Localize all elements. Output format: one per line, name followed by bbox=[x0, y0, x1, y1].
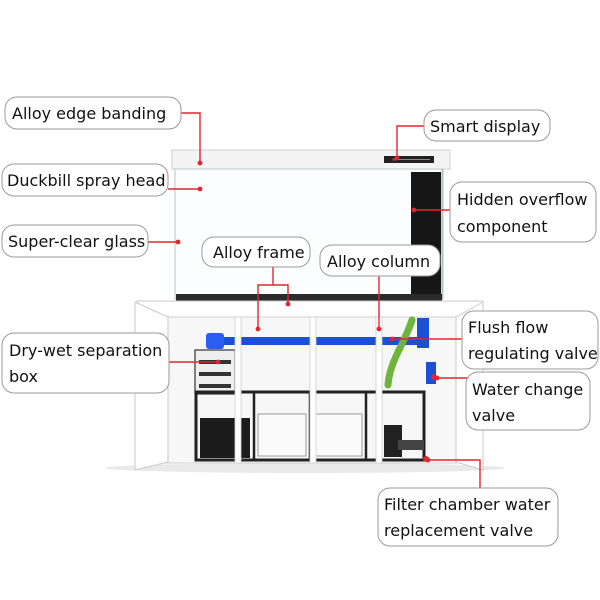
dot-hidden-overflow bbox=[411, 207, 417, 213]
label-alloy-column: Alloy column bbox=[327, 252, 430, 271]
label-alloy-edge-banding: Alloy edge banding bbox=[12, 104, 166, 123]
pump-outlet bbox=[398, 440, 424, 450]
floor-shadow bbox=[105, 463, 505, 473]
alloy-column-3 bbox=[375, 316, 383, 464]
callout-flush-flow: Flush flow regulating valve bbox=[461, 310, 599, 370]
callout-duckbill-spray-head: Duckbill spray head bbox=[1, 163, 169, 197]
dot-water-change bbox=[434, 375, 440, 381]
alloy-column-2 bbox=[309, 316, 317, 464]
dot-alloy-frame-2 bbox=[285, 301, 291, 307]
callout-water-change-valve: Water change valve bbox=[465, 371, 591, 431]
callout-dry-wet-separation-box: Dry-wet separation box bbox=[1, 332, 170, 394]
blue-pipe bbox=[210, 337, 425, 345]
aquarium-illustration bbox=[105, 149, 505, 473]
dot-flush-flow bbox=[389, 336, 395, 342]
leader-smart-display bbox=[396, 125, 426, 158]
glass-tank bbox=[174, 168, 444, 300]
callout-super-clear-glass: Super-clear glass bbox=[1, 224, 149, 258]
label-duckbill-spray-head: Duckbill spray head bbox=[7, 171, 165, 190]
dot-super-clear-glass bbox=[175, 239, 181, 245]
dot-alloy-edge-banding bbox=[197, 160, 203, 166]
flush-flow-valve-body bbox=[426, 362, 436, 384]
dot-filter-chamber bbox=[425, 457, 431, 463]
dot-duckbill-spray-head bbox=[197, 186, 203, 192]
filter-media-black bbox=[200, 418, 250, 458]
label-filter-chamber-line1: Filter chamber water bbox=[384, 495, 551, 514]
label-flush-flow-line2: regulating valve bbox=[468, 344, 598, 363]
filter-media-box-2 bbox=[313, 413, 363, 457]
label-smart-display: Smart display bbox=[430, 117, 540, 136]
leader-filter-chamber bbox=[428, 459, 481, 489]
dot-dry-wet-box bbox=[215, 359, 221, 365]
blue-pipe-elbow-left bbox=[206, 333, 224, 349]
callouts: Alloy edge banding Duckbill spray head S… bbox=[1, 96, 599, 547]
tank-bottom-grid bbox=[176, 294, 442, 301]
cabinet-top bbox=[136, 300, 484, 318]
callout-smart-display: Smart display bbox=[423, 109, 551, 142]
filter-media-box-1 bbox=[257, 413, 307, 457]
callout-hidden-overflow: Hidden overflow component bbox=[449, 181, 597, 243]
leader-lines bbox=[148, 112, 481, 489]
dot-smart-display bbox=[394, 155, 400, 161]
callout-alloy-column: Alloy column bbox=[319, 244, 441, 277]
dry-wet-tray-2 bbox=[199, 372, 231, 376]
callout-alloy-edge-banding: Alloy edge banding bbox=[4, 96, 182, 130]
callout-alloy-frame: Alloy frame bbox=[201, 236, 311, 268]
pump bbox=[384, 425, 402, 457]
hidden-overflow-column bbox=[411, 172, 441, 299]
label-super-clear-glass: Super-clear glass bbox=[8, 232, 145, 251]
label-flush-flow-line1: Flush flow bbox=[468, 318, 548, 337]
dry-wet-tray-3 bbox=[199, 384, 231, 388]
dot-alloy-column bbox=[376, 326, 382, 332]
label-water-change-line1: Water change bbox=[472, 380, 583, 399]
dot-alloy-frame-1 bbox=[255, 326, 261, 332]
label-hidden-overflow-line1: Hidden overflow bbox=[457, 190, 588, 209]
green-hose bbox=[384, 316, 416, 389]
label-hidden-overflow-line2: component bbox=[457, 217, 548, 236]
alloy-column-1 bbox=[234, 316, 242, 464]
label-water-change-line2: valve bbox=[472, 406, 515, 425]
label-alloy-frame: Alloy frame bbox=[213, 243, 305, 262]
leader-alloy-edge-banding bbox=[181, 112, 201, 163]
callout-filter-chamber-valve: Filter chamber water replacement valve bbox=[377, 487, 559, 547]
label-dry-wet-line1: Dry-wet separation bbox=[9, 341, 162, 360]
label-filter-chamber-line2: replacement valve bbox=[384, 521, 533, 540]
blue-pipe-elbow-right bbox=[417, 318, 429, 348]
label-dry-wet-line2: box bbox=[9, 367, 38, 386]
